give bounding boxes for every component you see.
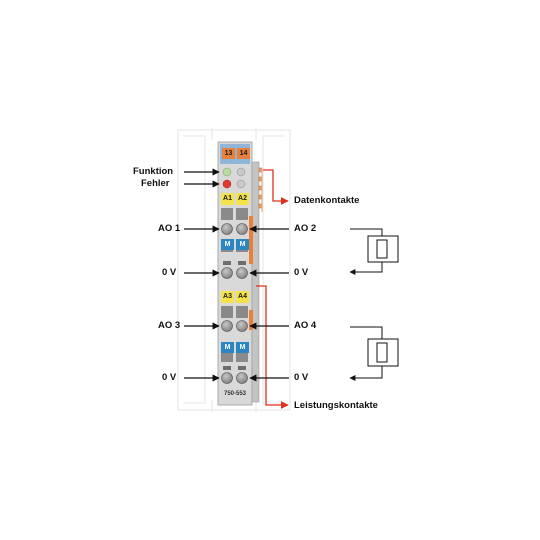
led-function-1	[222, 167, 232, 177]
ground-label-4: M	[236, 342, 249, 353]
clamp-slots	[223, 261, 246, 370]
rail-outline	[177, 128, 291, 412]
label-leistungskontakte: Leistungskontakte	[294, 400, 378, 411]
channel-label-a2: A2	[236, 193, 249, 205]
ground-label-1: M	[221, 239, 234, 250]
load-resistor-1	[349, 228, 399, 275]
load-resistor-2	[349, 326, 399, 381]
power-contact-line	[256, 285, 289, 409]
led-label-14: 14	[237, 148, 250, 159]
right-arrows	[249, 225, 289, 382]
data-contact-line	[263, 169, 289, 205]
ground-label-3: M	[221, 342, 234, 353]
label-fehler: Fehler	[141, 178, 170, 189]
label-0v-right-top: 0 V	[294, 267, 309, 278]
label-funktion: Funktion	[133, 166, 174, 177]
channel-label-a1: A1	[221, 193, 234, 205]
led-error-2	[236, 179, 246, 189]
model-number: 750-553	[223, 391, 247, 397]
led-label-13: 13	[222, 148, 235, 159]
label-0v-left-bottom: 0 V	[162, 372, 177, 383]
channel-label-a3: A3	[221, 291, 234, 303]
label-0v-left-top: 0 V	[162, 267, 177, 278]
module-side	[251, 161, 260, 403]
terminal-block-lower	[221, 306, 248, 362]
led-error-1	[222, 179, 232, 189]
left-arrows	[184, 168, 220, 382]
power-contact-bar-bottom	[249, 310, 253, 330]
label-ao4: AO 4	[294, 320, 317, 331]
label-0v-right-bottom: 0 V	[294, 372, 309, 383]
ground-label-2: M	[236, 239, 249, 250]
label-datenkontakte: Datenkontakte	[294, 195, 360, 206]
power-contact-bar-top	[249, 216, 253, 264]
label-ao2: AO 2	[294, 223, 317, 234]
channel-label-a4: A4	[236, 291, 249, 303]
label-ao3: AO 3	[158, 320, 181, 331]
clamp-screws	[221, 223, 248, 384]
led-function-2	[236, 167, 246, 177]
label-ao1: AO 1	[158, 223, 181, 234]
